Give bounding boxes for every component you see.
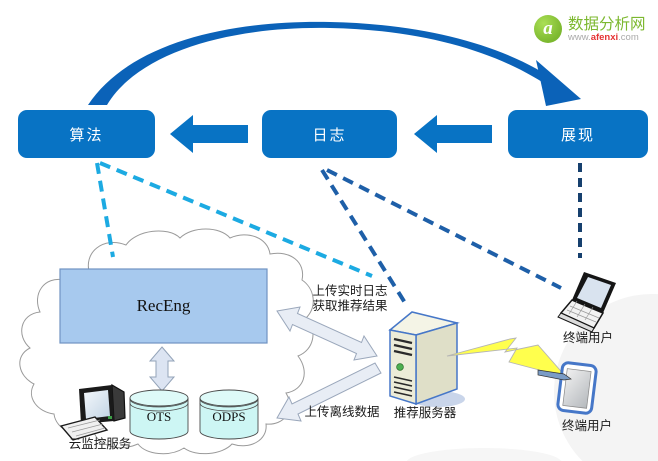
monitor-icon [59,383,126,441]
realtime-annotation-line1: 上传实时日志 [312,284,388,298]
odps-label: ODPS [212,409,246,424]
dashed-link-algorithm-receng [95,162,115,258]
cycle-arc-arrow [88,21,560,105]
logo-a-icon: a [534,15,562,43]
offline-annotation: 上传离线数据 [304,405,380,419]
ots-label: OTS [146,409,172,424]
receng-box [59,268,268,344]
offline-upload-arrow [276,362,382,422]
logo-url-domain: afenxi [590,31,619,43]
lightning-icon [446,337,568,378]
laptop-user-label: 终端用户 [562,331,613,345]
site-logo: a 数据分析网 www.afenxi.com [534,15,646,43]
flow-box-display-label: 展现 [560,126,595,144]
database-cylinder-ots [129,389,189,440]
logo-url-prefix: www. [568,31,591,43]
server-label: 推荐服务器 [393,406,457,420]
logo-url-suffix: .com [618,31,639,43]
flow-box-log [262,110,397,158]
flow-box-algorithm [18,110,155,158]
background-blob [406,448,562,461]
realtime-annotation: 上传实时日志 获取推荐结果 [308,284,392,314]
flow-box-display [508,110,648,158]
cycle-arc-arrowhead [536,60,581,106]
receng-label: RecEng [136,296,191,315]
server-icon [388,311,465,407]
flow-box-algorithm-label: 算法 [69,126,104,144]
logo-brand-name: 数据分析网 [568,15,646,33]
realtime-annotation-line2: 获取推荐结果 [312,299,388,313]
database-cylinder-odps [199,389,259,440]
flow-box-log-label: 日志 [312,126,347,144]
phone-icon [537,361,598,415]
logo-url: www.afenxi.com [568,31,646,43]
phone-user-label: 终端用户 [561,419,612,433]
dashed-link-algorithm-server [99,161,373,278]
block-arrow-log-to-algorithm [170,115,248,153]
realtime-exchange-arrow [276,306,378,361]
background-blob [554,294,658,461]
dashed-link-log-laptop [326,168,562,290]
block-arrow-display-to-log [414,115,492,153]
laptop-icon [557,272,616,333]
cloud-monitor-label: 云监控服务 [68,437,132,451]
dashed-link-log-server [320,168,409,308]
